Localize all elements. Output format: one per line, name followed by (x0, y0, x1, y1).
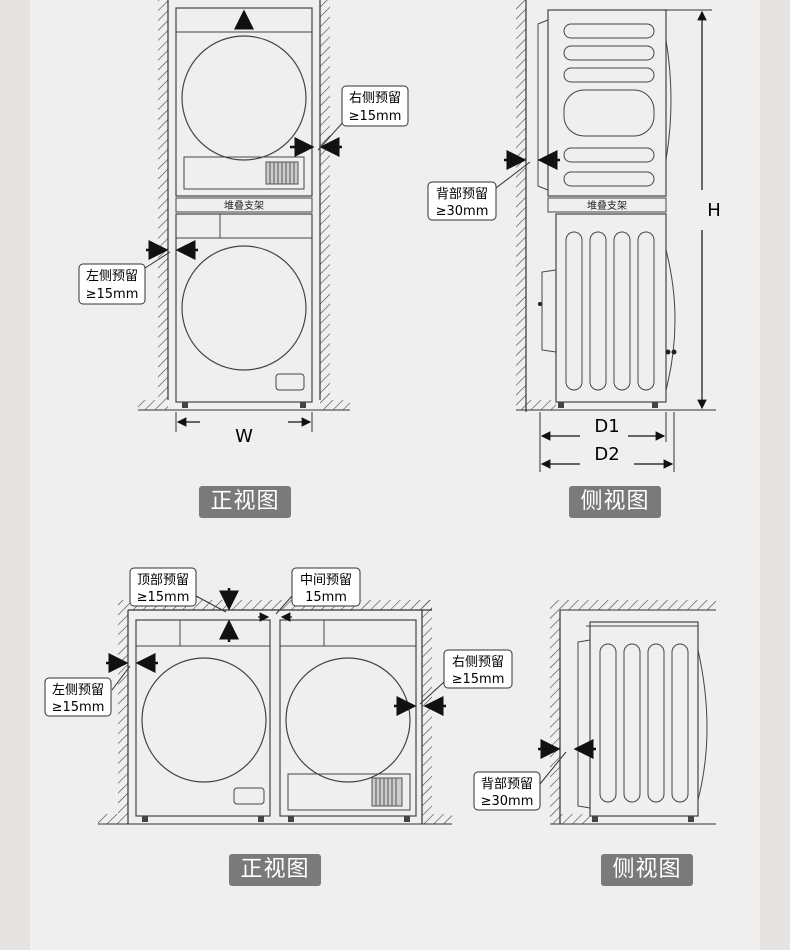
depth1-dimension-label: D1 (594, 416, 619, 437)
stacking-stand (175, 197, 313, 213)
side-stacking-stand (547, 197, 667, 213)
middle-note-line1: 中间预留 (300, 573, 352, 588)
ceiling-side (560, 600, 716, 610)
top-side-caption: 侧视图 (569, 486, 661, 518)
height-dimension-label: H (707, 200, 721, 221)
bottom-side-caption: 侧视图 (601, 854, 693, 886)
width-dimension-label: W (235, 426, 253, 447)
top-clearance-note (129, 567, 197, 607)
right-note-line2: ≥15mm (349, 109, 402, 124)
bottom-front-view: 顶部预留 ≥15mm 中间预留 15mm 左侧预留 ≥15mm 右侧预留 ≥15… (44, 567, 513, 825)
back-wall-2 (550, 600, 560, 814)
dryer-side (537, 9, 672, 197)
back-note-line2: ≥30mm (436, 204, 489, 219)
top-note-line1: 顶部预留 (137, 573, 189, 588)
left-clearance-note (78, 263, 146, 305)
dryer-top (175, 7, 313, 197)
left-note2-line2: ≥15mm (52, 700, 105, 715)
middle-clearance-note (291, 567, 361, 607)
washer-left (135, 619, 271, 822)
top-side-view: 堆叠支架 背部预留 ≥30mm (427, 0, 721, 472)
depth2-dimension-label: D2 (594, 444, 619, 465)
left-clearance-note-2 (44, 677, 112, 717)
left-note-line1: 左侧预留 (86, 269, 138, 284)
side-stand-label: 堆叠支架 (587, 200, 627, 212)
bottom-front-caption: 正视图 (229, 854, 321, 886)
dryer-right (279, 619, 417, 822)
right-clearance-note-2 (443, 649, 513, 689)
bottom-side-view: 背部预留 ≥30mm (473, 600, 716, 825)
top-front-view: 堆叠支架 右侧预留 ≥15mm (78, 0, 409, 447)
dryer-door (181, 35, 307, 161)
ceiling (128, 600, 432, 610)
left-note2-line1: 左侧预留 (52, 683, 104, 698)
washer-door (181, 245, 307, 371)
middle-note-line2: 15mm (305, 590, 347, 605)
right-note2-line1: 右侧预留 (452, 655, 504, 670)
right-note2-line2: ≥15mm (452, 672, 505, 687)
back-note-line1: 背部预留 (436, 187, 488, 202)
left-note-line2: ≥15mm (86, 287, 139, 302)
back-clearance-note (427, 181, 497, 221)
washer-side-2 (577, 621, 708, 822)
back-note2-line1: 背部预留 (481, 777, 533, 792)
back-wall (516, 0, 526, 400)
right-clearance-note (341, 85, 409, 127)
left-wall-2 (118, 600, 128, 814)
top-front-caption: 正视图 (199, 486, 291, 518)
stand-label: 堆叠支架 (224, 200, 264, 212)
washer-side (538, 213, 677, 408)
top-note-line2: ≥15mm (137, 590, 190, 605)
right-note-line1: 右侧预留 (349, 91, 401, 106)
back-note2-line2: ≥30mm (481, 794, 534, 809)
washer-bottom (175, 213, 313, 408)
right-wall (320, 0, 330, 400)
left-wall (158, 0, 168, 400)
back-clearance-note-2 (473, 771, 541, 811)
